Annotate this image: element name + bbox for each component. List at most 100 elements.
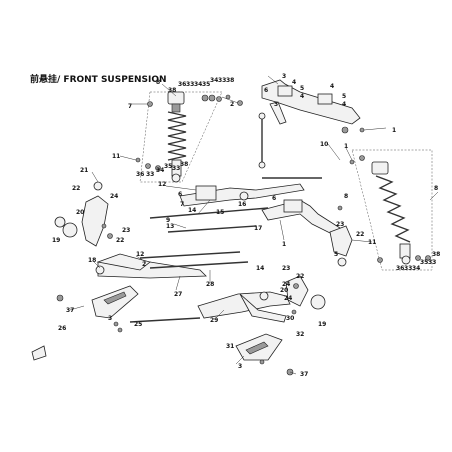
callout: 22 bbox=[296, 273, 304, 280]
lower-left-skid-plate bbox=[56, 285, 139, 333]
callout: 24 bbox=[284, 295, 292, 302]
callout: 8 bbox=[344, 193, 348, 200]
stabilizer-link bbox=[258, 112, 266, 169]
callout: 12 bbox=[158, 181, 166, 188]
callout: 37 bbox=[66, 307, 74, 314]
upper-a-arm-right bbox=[261, 199, 341, 237]
callout: 8 bbox=[156, 79, 160, 86]
callout: 37 bbox=[300, 371, 308, 378]
callout: 24 bbox=[110, 193, 118, 200]
callout: 32 bbox=[296, 331, 304, 338]
callout: 20 bbox=[76, 209, 84, 216]
callout: 18 bbox=[88, 257, 96, 264]
callout: 38 bbox=[168, 87, 176, 94]
callout: 1 bbox=[282, 241, 286, 248]
callout: 36 bbox=[136, 171, 144, 178]
callout: 3 bbox=[282, 73, 286, 80]
callout: 35 bbox=[164, 163, 172, 170]
upper-frame-bar bbox=[225, 79, 365, 134]
callout: 11 bbox=[112, 153, 120, 160]
callout: 22 bbox=[72, 185, 80, 192]
callout: 3 bbox=[108, 315, 112, 322]
lower-a-arm-right bbox=[129, 291, 291, 323]
callout: 20 bbox=[280, 287, 288, 294]
callout: 22 bbox=[116, 237, 124, 244]
callout: 5 bbox=[334, 251, 338, 258]
callout: 4 bbox=[292, 79, 296, 86]
callout: 30 bbox=[286, 315, 294, 322]
callout: 33 bbox=[428, 259, 436, 266]
diagram-title: 前悬挂/ FRONT SUSPENSION bbox=[30, 73, 167, 85]
loose-bracket bbox=[31, 345, 47, 361]
callout: 3 bbox=[238, 363, 242, 370]
callout: 23 bbox=[122, 227, 130, 234]
callout: 23 bbox=[282, 265, 290, 272]
callout: 28 bbox=[206, 281, 214, 288]
callout: 13 bbox=[166, 223, 174, 230]
callout: 29 bbox=[210, 317, 218, 324]
upper-pivot-bolts bbox=[149, 177, 322, 233]
right-steering-knuckle bbox=[285, 225, 353, 315]
callout: 22 bbox=[356, 231, 364, 238]
callout: 33 bbox=[186, 81, 194, 88]
left-steering-knuckle bbox=[54, 181, 113, 247]
callout: 23 bbox=[336, 221, 344, 228]
callout: 16 bbox=[238, 201, 246, 208]
callout: 33 bbox=[146, 171, 154, 178]
right-shock-absorber bbox=[337, 149, 433, 271]
callout: 10 bbox=[320, 141, 328, 148]
callout: 38 bbox=[432, 251, 440, 258]
callout: 1 bbox=[392, 127, 396, 134]
callout-numbers: 8 38 36 33 34 35 34 33 38 3 4 5 4 3 4 5 … bbox=[52, 73, 440, 378]
callout: 4 bbox=[342, 101, 346, 108]
callout: 36 bbox=[178, 81, 186, 88]
callout: 19 bbox=[318, 321, 326, 328]
callout: 9 bbox=[166, 217, 170, 224]
callout: 26 bbox=[58, 325, 66, 332]
leader-lines bbox=[69, 75, 439, 375]
callout: 33 bbox=[404, 265, 412, 272]
callout: 27 bbox=[174, 291, 182, 298]
callout: 38 bbox=[226, 77, 234, 84]
callout: 33 bbox=[218, 77, 226, 84]
callout: 4 bbox=[330, 83, 334, 90]
callout: 15 bbox=[216, 209, 224, 216]
callout: 6 bbox=[272, 195, 276, 202]
callout: 35 bbox=[202, 81, 210, 88]
callout: 31 bbox=[226, 343, 234, 350]
callout: 7 bbox=[128, 103, 132, 110]
callout: 11 bbox=[368, 239, 376, 246]
callout: 35 bbox=[420, 259, 428, 266]
callout: 7 bbox=[180, 201, 184, 208]
callout: 34 bbox=[210, 77, 218, 84]
callout: 38 bbox=[180, 161, 188, 168]
callout: 6 bbox=[178, 191, 182, 198]
callout: 19 bbox=[52, 237, 60, 244]
callout: 34 bbox=[194, 81, 202, 88]
callout: 24 bbox=[282, 281, 290, 288]
callout: 14 bbox=[256, 265, 264, 272]
callout: 2 bbox=[142, 261, 146, 268]
callout: 34 bbox=[156, 167, 164, 174]
lower-a-arm-left bbox=[95, 251, 249, 279]
callout: 34 bbox=[412, 265, 420, 272]
callout: 36 bbox=[396, 265, 404, 272]
callout: 4 bbox=[300, 93, 304, 100]
callout: 21 bbox=[80, 167, 88, 174]
upper-a-arm-left bbox=[179, 183, 305, 207]
callout: 3 bbox=[274, 101, 278, 108]
callout: 6 bbox=[264, 87, 268, 94]
callout: 5 bbox=[300, 85, 304, 92]
callout: 8 bbox=[434, 185, 438, 192]
left-shock-absorber bbox=[135, 91, 223, 183]
callout: 14 bbox=[188, 207, 196, 214]
lower-right-skid-plate bbox=[235, 333, 294, 376]
callout: 2 bbox=[230, 101, 234, 108]
callout: 17 bbox=[254, 225, 262, 232]
callout: 1 bbox=[344, 143, 348, 150]
callout: 33 bbox=[172, 165, 180, 172]
callout: 12 bbox=[136, 251, 144, 258]
callout: 25 bbox=[134, 321, 142, 328]
callout: 5 bbox=[342, 93, 346, 100]
